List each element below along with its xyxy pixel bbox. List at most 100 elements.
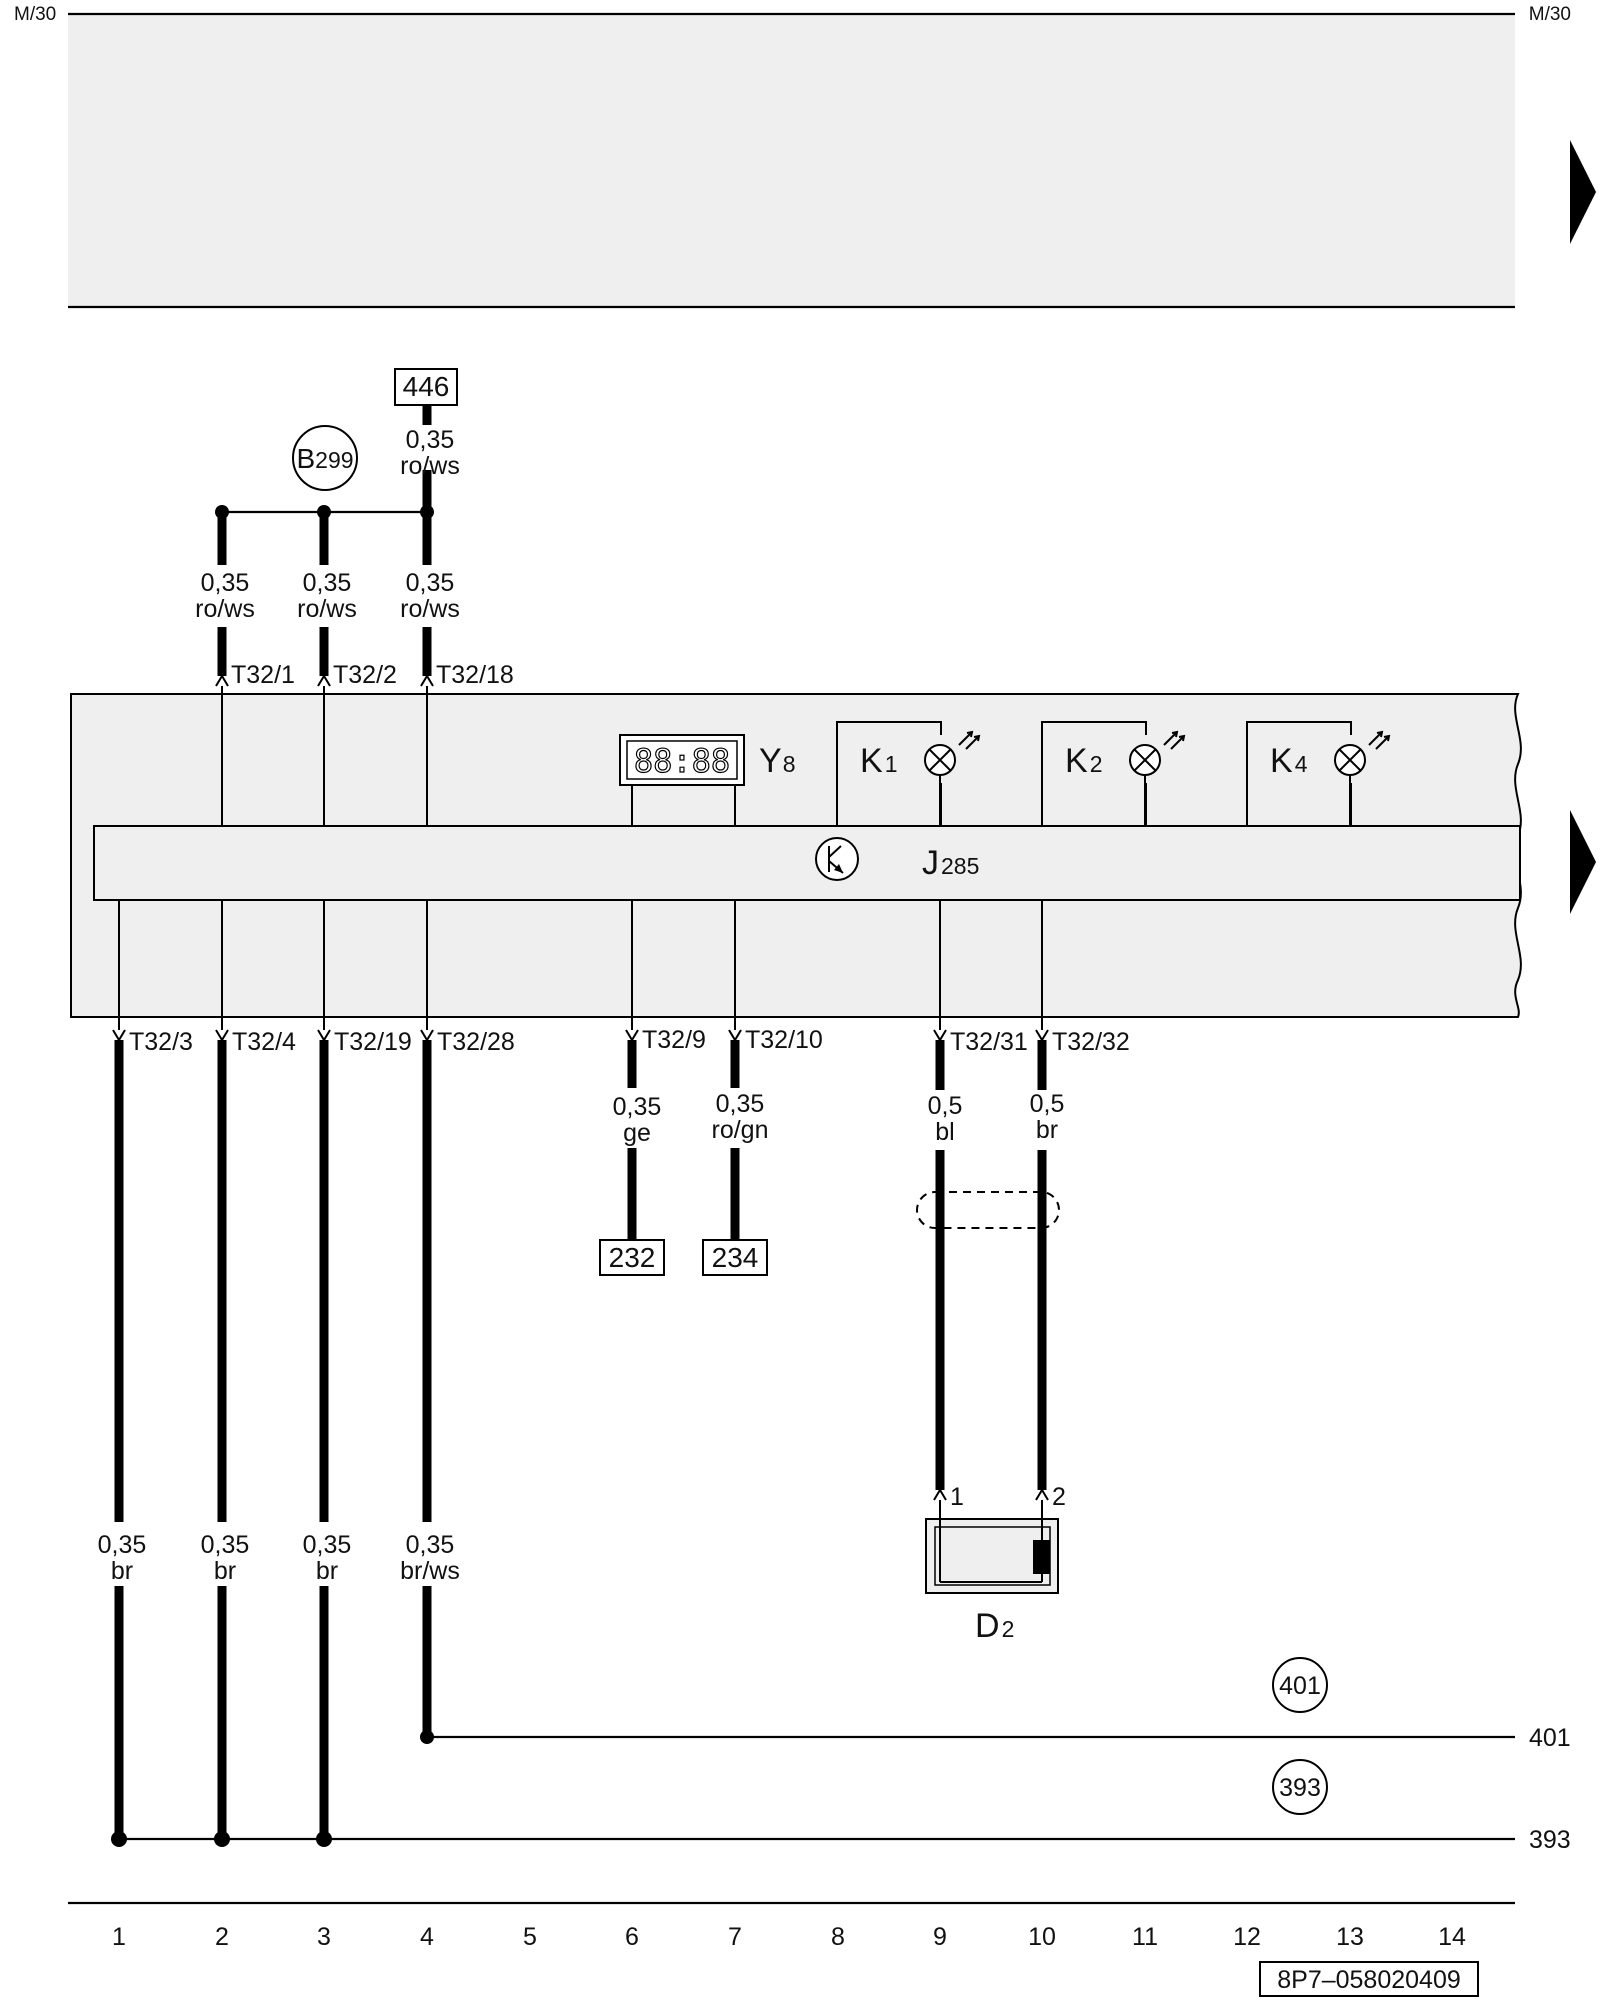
ground-node-393-1 — [111, 1831, 127, 1847]
wire-label-color: ro/ws — [195, 595, 255, 623]
ref-label-234: 234 — [712, 1242, 759, 1273]
ref-box-234 — [702, 1239, 768, 1276]
ruler-number: 5 — [523, 1923, 537, 1951]
d2-label: D2 — [975, 1607, 1014, 1645]
ground-circle-label-393: 393 — [1279, 1774, 1321, 1802]
splice-b299-label: B299 — [296, 443, 353, 474]
light-rays-icon — [1163, 730, 1186, 750]
corner-label-left: M/30 — [14, 4, 56, 25]
doc-code-label: 8P7–058020409 — [1277, 1966, 1461, 1994]
ground-circle-393 — [1272, 1759, 1328, 1815]
wire-label-size: 0,35 — [406, 569, 455, 597]
pin-arrow — [728, 1029, 742, 1042]
ground-circle-401 — [1272, 1657, 1328, 1713]
pin-arrow — [317, 1029, 331, 1042]
ruler-number: 7 — [728, 1923, 742, 1951]
wire-label-size: 0,35 — [303, 569, 352, 597]
ground-node-393-3 — [316, 1831, 332, 1847]
ground-node-393-2 — [214, 1831, 230, 1847]
pin-arrow — [215, 1029, 229, 1042]
ruler-numbers: 1 2 3 4 5 6 7 8 9 10 11 12 13 14 — [112, 1923, 1466, 1951]
ruler-number: 3 — [317, 1923, 331, 1951]
wire-label-size: 0,35 — [201, 1531, 250, 1559]
ruler-number: 4 — [420, 1923, 434, 1951]
pin-label: T32/28 — [437, 1028, 515, 1056]
ruler-number: 2 — [215, 1923, 229, 1951]
transistor-icon-collector — [828, 845, 842, 858]
wire-label-color: br — [111, 1557, 133, 1585]
j285-label: J285 — [922, 844, 979, 882]
pin-label: T32/2 — [333, 661, 397, 689]
ruler-number: 9 — [933, 1923, 947, 1951]
ruler-number: 10 — [1028, 1923, 1056, 1951]
y8-label: Y8 — [759, 742, 795, 780]
light-rays-icon — [958, 730, 981, 750]
wire-label-size: 0,5 — [1030, 1090, 1065, 1118]
d2-pin-label: 2 — [1052, 1483, 1066, 1511]
ruler-number: 8 — [831, 1923, 845, 1951]
wire-label-size: 0,35 — [303, 1531, 352, 1559]
transistor-icon-arrow — [834, 864, 843, 873]
reader-coil-element — [1033, 1540, 1050, 1574]
splice-b299-circle — [292, 425, 358, 491]
wire-label-size: 0,35 — [716, 1090, 765, 1118]
pin-label: T32/32 — [1052, 1028, 1130, 1056]
continue-arrow-lower — [1570, 810, 1596, 914]
bulb-icon-cross — [1133, 748, 1157, 772]
pin-label: T32/9 — [642, 1026, 706, 1054]
corner-label-right: M/30 — [1529, 4, 1571, 25]
pin-label: T32/4 — [232, 1028, 296, 1056]
wire-label-color: br — [214, 1557, 236, 1585]
pin-label: T32/3 — [129, 1028, 193, 1056]
bulb-icon-cross — [928, 748, 952, 772]
ground-line-label-401: 401 — [1529, 1724, 1571, 1752]
ref-box-232 — [599, 1239, 665, 1276]
wire-label-size: 0,35 — [613, 1093, 662, 1121]
bulb-icon-cross — [1338, 748, 1362, 772]
pin-arrow — [933, 1029, 947, 1042]
ruler-number: 12 — [1233, 1923, 1261, 1951]
k1-label: K1 — [860, 742, 897, 780]
wire-label-size: 0,35 — [406, 426, 455, 454]
pin-arrow — [1035, 1488, 1049, 1501]
wire-label-color: ro/ws — [400, 452, 460, 480]
ruler-number: 6 — [625, 1923, 639, 1951]
pin-arrow — [420, 674, 434, 687]
wire-label-color: ro/ws — [297, 595, 357, 623]
pin-arrow — [112, 1029, 126, 1042]
j285-control-unit — [93, 825, 1521, 901]
wire-label-size: 0,35 — [201, 569, 250, 597]
transistor-icon — [815, 837, 859, 881]
ground-circle-label-401: 401 — [1279, 1672, 1321, 1700]
light-rays-icon — [1368, 730, 1391, 750]
wire-label-color: ro/ws — [400, 595, 460, 623]
ground-line-label-393: 393 — [1529, 1826, 1571, 1854]
top-panel — [68, 14, 1515, 307]
ground-node-401 — [420, 1730, 434, 1744]
ruler-number: 11 — [1132, 1923, 1158, 1951]
pin-arrow — [625, 1029, 639, 1042]
pin-label: T32/1 — [231, 661, 295, 689]
pin-label: T32/31 — [950, 1028, 1028, 1056]
wire-label-color: br/ws — [400, 1557, 460, 1585]
wire-label-size: 0,5 — [928, 1092, 963, 1120]
wire-label-color: br — [316, 1557, 338, 1585]
k2-label: K2 — [1065, 742, 1102, 780]
pin-arrow — [1035, 1029, 1049, 1042]
ref-label-232: 232 — [609, 1242, 656, 1273]
continue-arrow-upper — [1570, 140, 1596, 244]
clock-display-inner — [626, 740, 738, 780]
clock-display-digits: 88:88 — [634, 742, 730, 780]
pin-label: T32/18 — [436, 661, 514, 689]
k4-label: K4 — [1270, 742, 1308, 780]
doc-code-box — [1259, 1961, 1479, 1997]
clock-display-y8 — [619, 734, 745, 786]
pin-arrow — [215, 674, 229, 687]
pin-label: T32/10 — [745, 1026, 823, 1054]
ruler-number: 13 — [1336, 1923, 1364, 1951]
wire-label-size: 0,35 — [98, 1531, 147, 1559]
pin-arrow — [317, 674, 331, 687]
wire-label-color: br — [1036, 1116, 1058, 1144]
ruler-number: 1 — [112, 1923, 126, 1951]
